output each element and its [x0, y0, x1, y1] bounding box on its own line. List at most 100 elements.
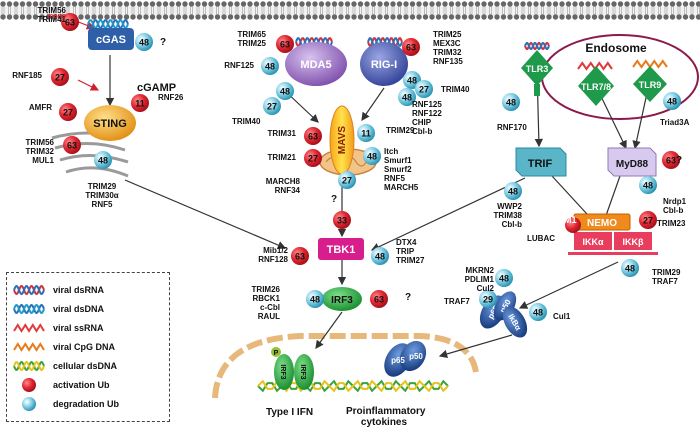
tlr3-stem: [534, 84, 540, 96]
mda5-node[interactable]: [285, 42, 347, 86]
degradation-ub-icon[interactable]: 48: [398, 88, 416, 106]
trim21-label: TRIM21: [267, 153, 296, 162]
activation-ub-icon[interactable]: 63: [276, 35, 294, 53]
rnf170-label: RNF170: [497, 123, 527, 132]
badge-text: 48: [625, 264, 635, 274]
degradation-ub-icon[interactable]: 48: [363, 147, 381, 165]
degradation-ub-icon[interactable]: 27: [263, 97, 281, 115]
tbk1-node[interactable]: [318, 238, 364, 260]
legend-item-label: viral CpG DNA: [53, 342, 116, 352]
activation-ub-icon[interactable]: 27: [304, 149, 322, 167]
badge-text: 11: [135, 99, 145, 109]
badge-text: 48: [407, 76, 417, 86]
activation-ub-icon[interactable]: 63: [304, 127, 322, 145]
trim31-label: TRIM31: [267, 129, 296, 138]
phospho-mark: [271, 347, 281, 357]
degradation-ub-icon[interactable]: 48: [135, 33, 153, 51]
rigi-node[interactable]: [360, 42, 408, 86]
legend-item-label: viral ssRNA: [53, 323, 104, 333]
degradation-ub-icon[interactable]: 48: [663, 92, 681, 110]
ikka-label: IKKα: [582, 237, 603, 247]
badge-text: 48: [499, 274, 509, 284]
degradation-ub-icon[interactable]: 48: [621, 259, 639, 277]
badge-text: 48: [98, 156, 108, 166]
sting-label: STING: [93, 118, 127, 130]
rnf185-label: RNF185: [12, 71, 42, 80]
degradation-ub-icon[interactable]: 11: [357, 124, 375, 142]
legend-item-label: cellular dsDNA: [53, 361, 118, 371]
badge-text: 27: [342, 176, 352, 186]
irf3-dimer-a[interactable]: [274, 354, 294, 390]
degradation-ub-icon[interactable]: 48: [639, 176, 657, 194]
traf7-label: TRAF7: [444, 297, 470, 306]
badge-text: 48: [265, 62, 275, 72]
lubac-band: [568, 252, 658, 255]
sting-node[interactable]: [84, 105, 136, 141]
activation-ub-icon[interactable]: 63: [662, 151, 680, 169]
degradation-ub-icon[interactable]: 48: [261, 57, 279, 75]
m1-label: M1: [564, 215, 577, 225]
activation-ub-icon[interactable]: 63: [291, 247, 309, 265]
rnf125-label: RNF125: [224, 61, 254, 70]
activation-ub-icon[interactable]: 63: [370, 290, 388, 308]
ikkb-node[interactable]: [614, 232, 652, 250]
mda5-label: MDA5: [300, 59, 331, 71]
activation-ub-icon[interactable]: [565, 217, 581, 233]
degradation-ub-icon[interactable]: 48: [495, 269, 513, 287]
cgas-node[interactable]: [88, 28, 134, 50]
tlr78-node[interactable]: [578, 66, 614, 106]
trif-node[interactable]: [515, 147, 567, 177]
endosome-label: Endosome: [585, 41, 647, 55]
badge-text: 48: [310, 295, 320, 305]
degradation-ub-icon[interactable]: 48: [94, 151, 112, 169]
irf3-dimer-b[interactable]: [294, 354, 314, 390]
ssrna-icon: [13, 323, 45, 333]
dsrna-icon: [524, 41, 550, 51]
activation-ub-icon[interactable]: 63: [63, 136, 81, 154]
activation-ub-icon[interactable]: 33: [333, 211, 351, 229]
activation-ub-icon[interactable]: 63: [61, 13, 79, 31]
mavs-label: MAVS: [337, 126, 348, 154]
activation-ub-icon[interactable]: 11: [131, 94, 149, 112]
badge-text: 63: [295, 252, 305, 262]
badge-text: 63: [280, 40, 290, 50]
question-mark: ?: [331, 194, 337, 205]
degradation-ub-icon[interactable]: 27: [338, 171, 356, 189]
activation-ub-icon: [22, 378, 36, 392]
activation-ub-icon[interactable]: 27: [59, 103, 77, 121]
badge-text: 48: [506, 98, 516, 108]
badge-text: 29: [483, 295, 493, 305]
ikka-node[interactable]: [574, 232, 612, 250]
p50-nuclear[interactable]: [395, 336, 432, 376]
degradation-ub-icon[interactable]: 48: [276, 82, 294, 100]
degradation-ub-icon[interactable]: 48: [504, 182, 522, 200]
badge-text: 63: [406, 43, 416, 53]
activation-ub-icon[interactable]: 27: [51, 68, 69, 86]
trif-label: TRIF: [528, 158, 553, 170]
degradation-ub-icon[interactable]: 48: [306, 290, 324, 308]
myd88-node[interactable]: [607, 147, 657, 177]
trim40-b-label: TRIM40: [441, 85, 470, 94]
irf3-node[interactable]: [322, 287, 362, 311]
activation-ub-icon[interactable]: 27: [639, 211, 657, 229]
badge-text: 33: [337, 216, 347, 226]
mono-tag: mono: [47, 13, 67, 20]
degradation-ub-icon[interactable]: 48: [529, 303, 547, 321]
tlr9-node[interactable]: [633, 66, 667, 102]
tlr3-node[interactable]: [521, 50, 553, 86]
activation-ub-icon[interactable]: 63: [402, 38, 420, 56]
badge-text: 63: [374, 295, 384, 305]
degradation-ub-icon[interactable]: 48: [502, 93, 520, 111]
degradation-ub-icon[interactable]: 48: [371, 247, 389, 265]
degradation-ub-icon[interactable]: 29: [479, 290, 497, 308]
dsdna-icon: [13, 303, 45, 315]
ikba-node[interactable]: [498, 302, 532, 341]
degradation-ub-icon[interactable]: 27: [415, 80, 433, 98]
badge-text: 27: [643, 216, 653, 226]
